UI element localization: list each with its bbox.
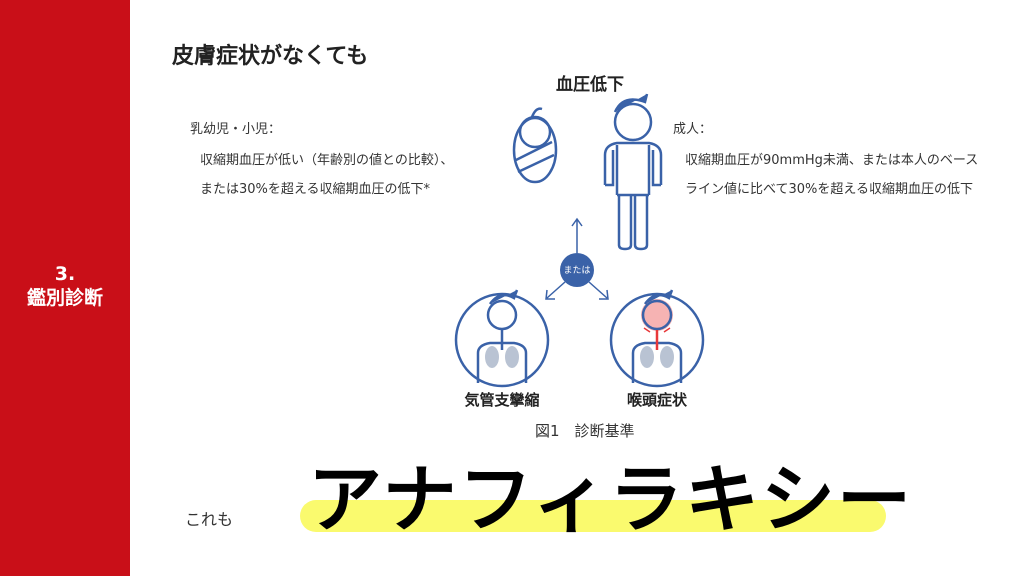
adult-line1: 収縮期血圧が90mmHg未満、または本人のベース [685, 153, 979, 168]
adult-icon [603, 93, 663, 251]
infant-line1: 収縮期血圧が低い（年齢別の値との比較）、 [200, 153, 454, 168]
figure-heading: 血圧低下 [556, 75, 624, 95]
infant-line2: または30%を超える収縮期血圧の低下* [200, 182, 431, 197]
sidebar [0, 0, 130, 576]
adult-line2: ライン値に比べて30%を超える収縮期血圧の低下 [685, 182, 973, 197]
infant-label: 乳幼児・小児： [190, 122, 282, 137]
or-badge [560, 253, 594, 287]
arrow-up-icon [571, 217, 583, 253]
figure-caption: 図1 診断基準 [535, 422, 635, 440]
sidebar-section: 3. 鑑別診断 [0, 262, 130, 310]
footer-prefix: これも [185, 510, 234, 529]
bronchospasm-icon [454, 289, 550, 388]
infant-icon [512, 107, 558, 184]
bronchospasm-label: 気管支攣縮 [464, 391, 540, 409]
adult-label: 成人： [673, 122, 713, 137]
section-number: 3. [54, 263, 76, 285]
laryngeal-label: 喉頭症状 [626, 391, 687, 409]
section-title: 鑑別診断 [26, 287, 103, 309]
slide-title: 皮膚症状がなくても [172, 44, 369, 69]
headline: アナフィラキシー [308, 457, 914, 543]
arrow-right-icon [588, 281, 609, 300]
headline-highlight [300, 500, 886, 532]
arrow-left-icon [545, 281, 566, 300]
or-label: または [563, 266, 591, 276]
laryngeal-symptom-icon [609, 289, 705, 388]
